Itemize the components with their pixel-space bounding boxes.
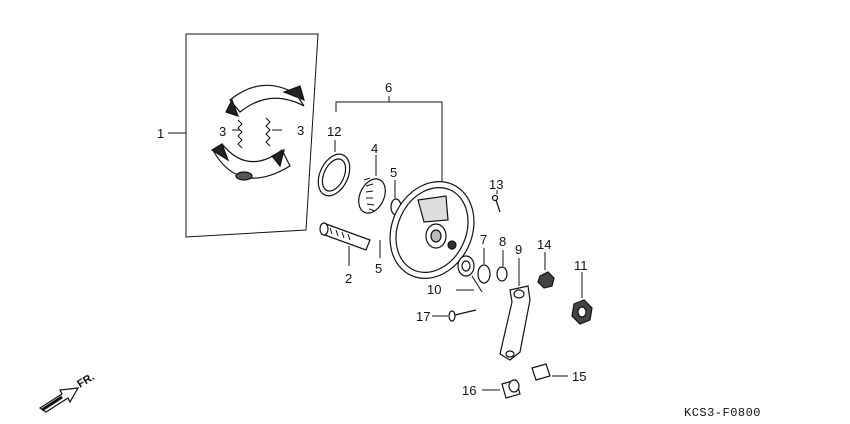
indicator-plate bbox=[477, 248, 491, 284]
joint-collar bbox=[482, 379, 521, 399]
brake-shoe-group-box bbox=[168, 33, 319, 238]
callout-16: 16 bbox=[462, 383, 476, 398]
callout-2: 2 bbox=[345, 271, 352, 286]
callout-7: 7 bbox=[480, 232, 487, 247]
dust-seal bbox=[317, 140, 351, 197]
nut-small bbox=[537, 252, 555, 289]
callout-13: 13 bbox=[489, 177, 503, 192]
cam-shaft bbox=[319, 222, 371, 266]
callout-4: 4 bbox=[371, 141, 378, 156]
callout-15: 15 bbox=[572, 369, 586, 384]
callout-10: 10 bbox=[427, 282, 441, 297]
shoe-springs bbox=[232, 117, 282, 149]
joint-pin bbox=[531, 363, 568, 381]
callout-5-upper: 5 bbox=[390, 165, 397, 180]
callout-11: 11 bbox=[574, 258, 588, 273]
front-direction-arrow-icon bbox=[38, 387, 80, 413]
callout-3-left: 3 bbox=[219, 124, 226, 139]
callout-9: 9 bbox=[515, 242, 522, 257]
callout-1: 1 bbox=[157, 126, 164, 141]
nut-large bbox=[571, 272, 593, 325]
drawing-code: KCS3-F0800 bbox=[684, 406, 761, 420]
callout-17: 17 bbox=[416, 309, 430, 324]
callout-3-right: 3 bbox=[297, 123, 304, 138]
bolt bbox=[432, 309, 477, 322]
callout-12: 12 bbox=[327, 124, 341, 139]
callout-8: 8 bbox=[499, 234, 506, 249]
screw bbox=[491, 190, 501, 213]
brake-panel-bracket bbox=[335, 96, 443, 196]
brake-shoes bbox=[210, 84, 305, 181]
callout-6: 6 bbox=[385, 80, 392, 95]
brake-panel bbox=[389, 181, 475, 279]
o-ring bbox=[496, 250, 508, 282]
callout-14: 14 bbox=[537, 237, 551, 252]
brake-arm bbox=[499, 258, 531, 361]
return-spring bbox=[456, 255, 483, 293]
speedometer-gear bbox=[358, 155, 386, 214]
callout-5-lower: 5 bbox=[375, 261, 382, 276]
